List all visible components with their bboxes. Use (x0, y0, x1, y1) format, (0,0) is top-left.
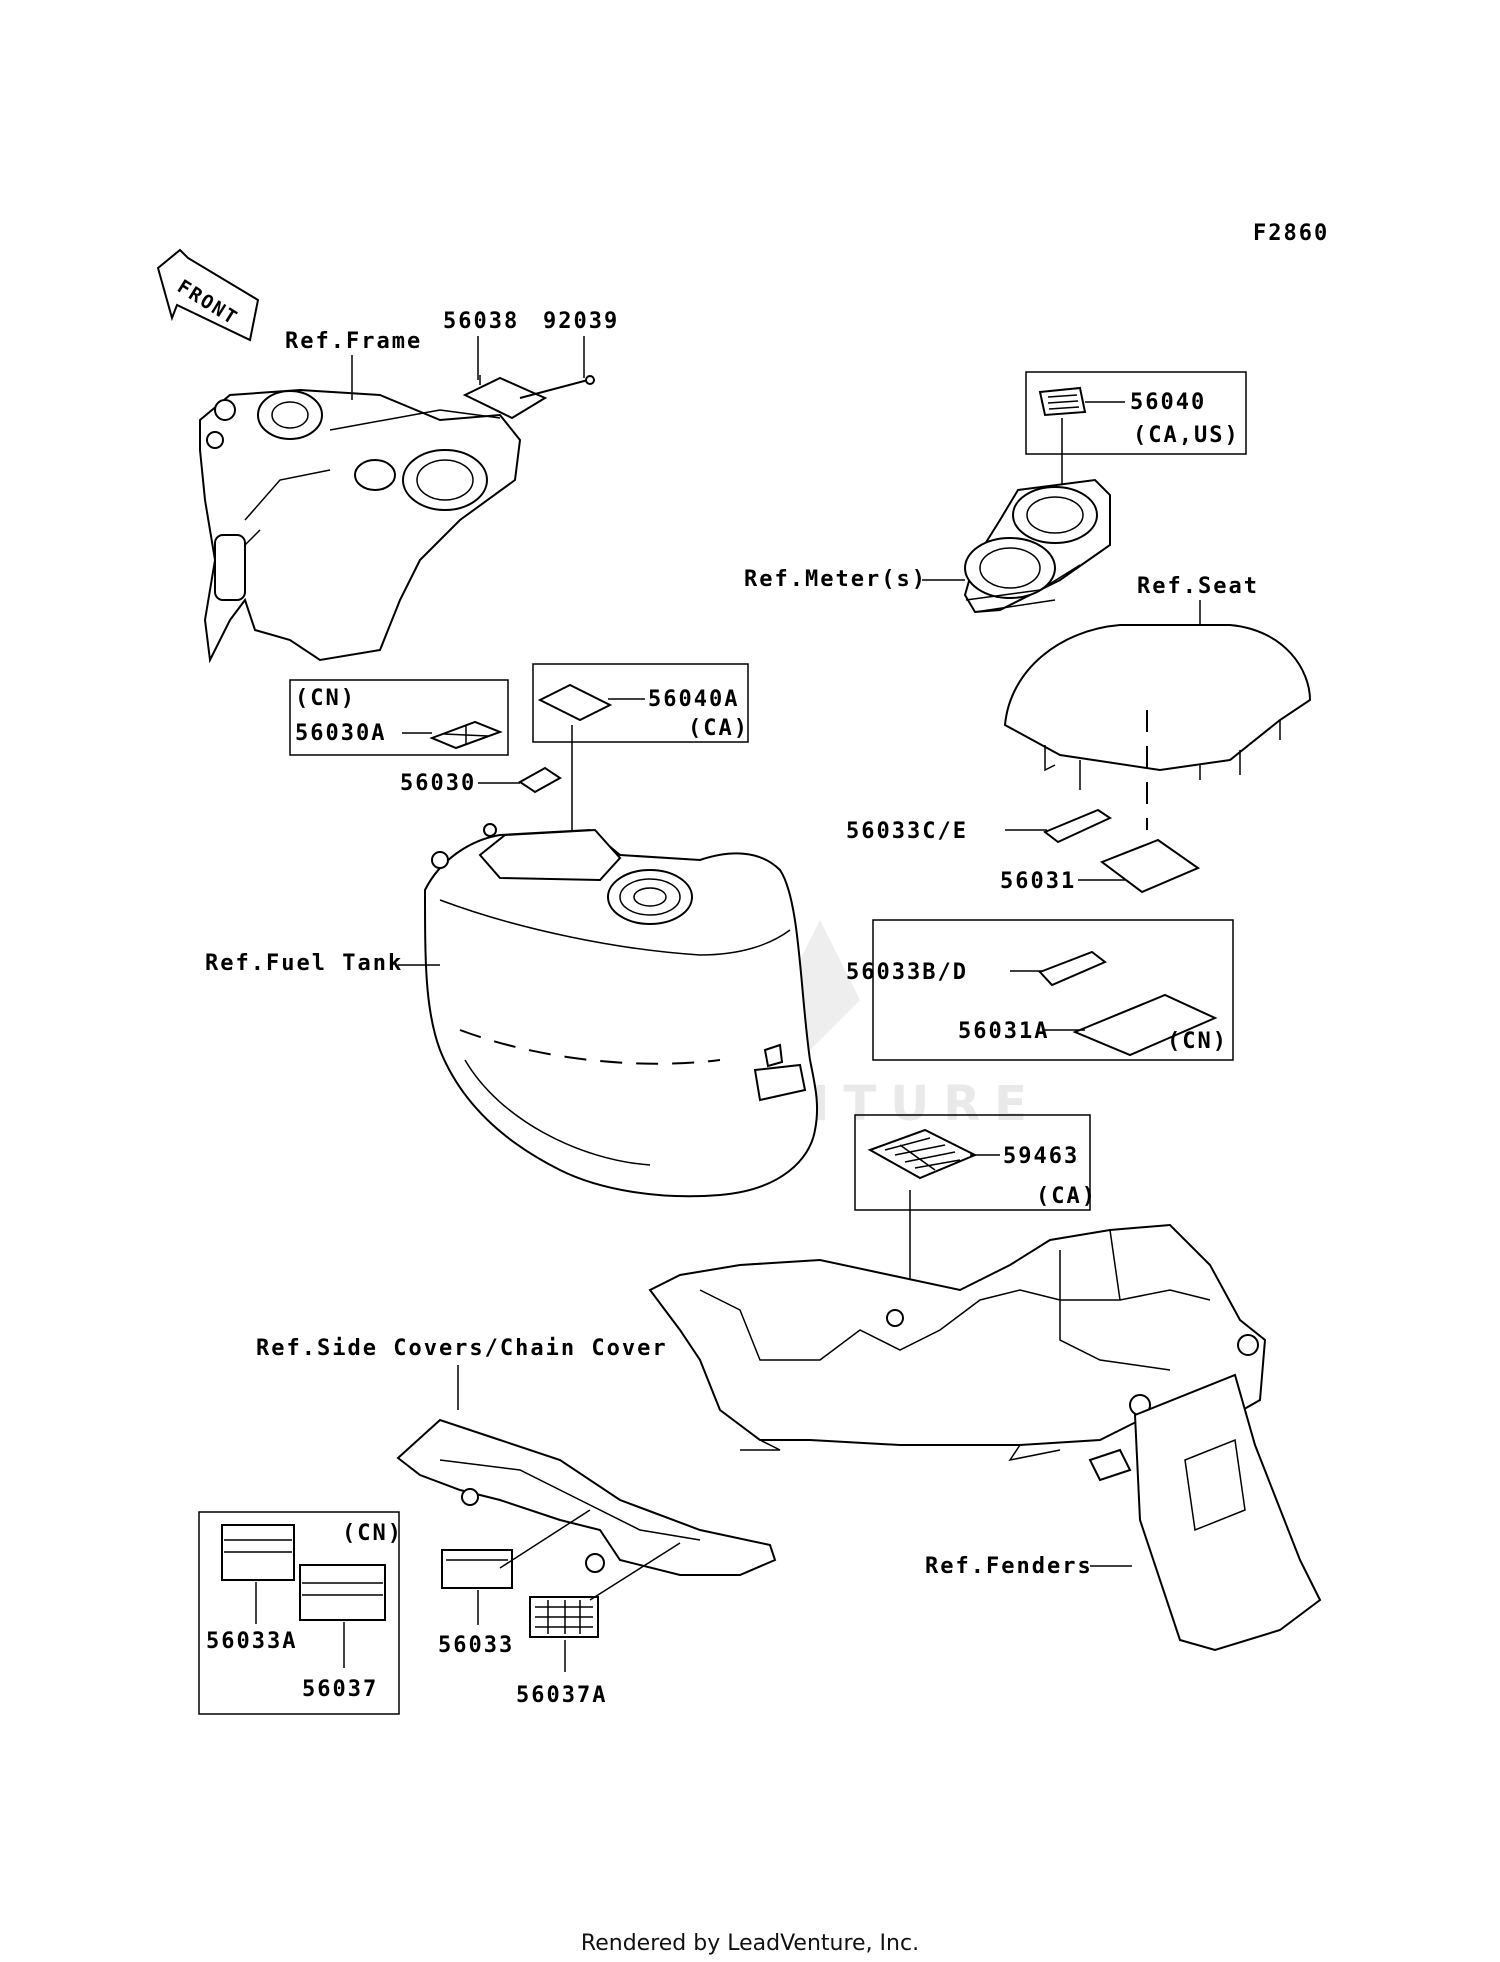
fenders-illustration (648, 1223, 1322, 1652)
part-56040-label: 56040 (1130, 390, 1206, 415)
part-56040-region: (CA,US) (1133, 423, 1240, 448)
part-56033bd-label: 56033B/D (846, 960, 968, 985)
part-59463-box (854, 1114, 1091, 1211)
ref-frame-label: Ref.Frame (285, 329, 422, 354)
part-56033-icon (441, 1549, 513, 1589)
part-59463-label: 59463 (1003, 1144, 1079, 1169)
part-59463-icon (867, 1128, 978, 1180)
part-56033ce-icon (1043, 808, 1113, 844)
ref-fuel-tank-label: Ref.Fuel Tank (205, 951, 403, 976)
part-56033a-label: 56033A (206, 1629, 297, 1654)
part-56033a-box (198, 1511, 400, 1715)
part-56031-label: 56031 (1000, 869, 1076, 894)
ref-fenders-label: Ref.Fenders (925, 1554, 1093, 1579)
part-56030a-label: 56030A (295, 721, 386, 746)
part-56037a-icon (529, 1596, 599, 1638)
ref-side-covers-label: Ref.Side Covers/Chain Cover (256, 1336, 668, 1361)
part-56030a-icon (429, 720, 503, 750)
meter-cluster-illustration (963, 478, 1111, 614)
ref-meters-label: Ref.Meter(s) (744, 567, 927, 592)
part-56033-label: 56033 (438, 1633, 514, 1658)
part-56038-label: 56038 (443, 309, 519, 334)
part-56031a-box (872, 919, 1234, 1061)
part-56030a-region: (CN) (295, 686, 356, 711)
part-59463-region: (CA) (1036, 1184, 1097, 1209)
part-56040a-icon (537, 683, 613, 722)
part-56030-icon (518, 766, 562, 794)
part-56038-icon (462, 375, 548, 420)
seat-illustration (1003, 624, 1312, 790)
fuel-tank-illustration (423, 823, 819, 1198)
part-56033a-icon (221, 1524, 295, 1581)
part-56040-box (1025, 371, 1247, 455)
part-92039-label: 92039 (543, 309, 619, 334)
part-56040a-region: (CA) (688, 716, 749, 741)
part-92039-icon (519, 375, 595, 399)
part-56037-label: 56037 (302, 1677, 378, 1702)
part-56033ce-label: 56033C/E (846, 819, 968, 844)
footer-credit: Rendered by LeadVenture, Inc. (581, 1931, 919, 1956)
ref-seat-label: Ref.Seat (1137, 574, 1259, 599)
frame-illustration (199, 388, 522, 664)
front-arrow-icon: FRONT (156, 248, 260, 342)
part-56040-label-icon (1038, 386, 1087, 417)
part-56031a-region: (CN) (1167, 1029, 1228, 1054)
part-56031a-label: 56031A (958, 1019, 1049, 1044)
part-56037-icon (299, 1564, 386, 1621)
part-56037a-label: 56037A (516, 1683, 607, 1708)
chain-cover-illustration (396, 1418, 777, 1576)
part-56033a-region: (CN) (342, 1521, 403, 1546)
figure-code: F2860 (1253, 221, 1329, 246)
part-56033bd-icon (1038, 950, 1107, 987)
part-56031-icon (1099, 838, 1201, 894)
part-56030-label: 56030 (400, 771, 476, 796)
part-56031a-icon (1072, 993, 1218, 1057)
part-56030a-box (289, 679, 509, 756)
part-56040a-box (532, 663, 749, 743)
part-56040a-label: 56040A (648, 687, 739, 712)
